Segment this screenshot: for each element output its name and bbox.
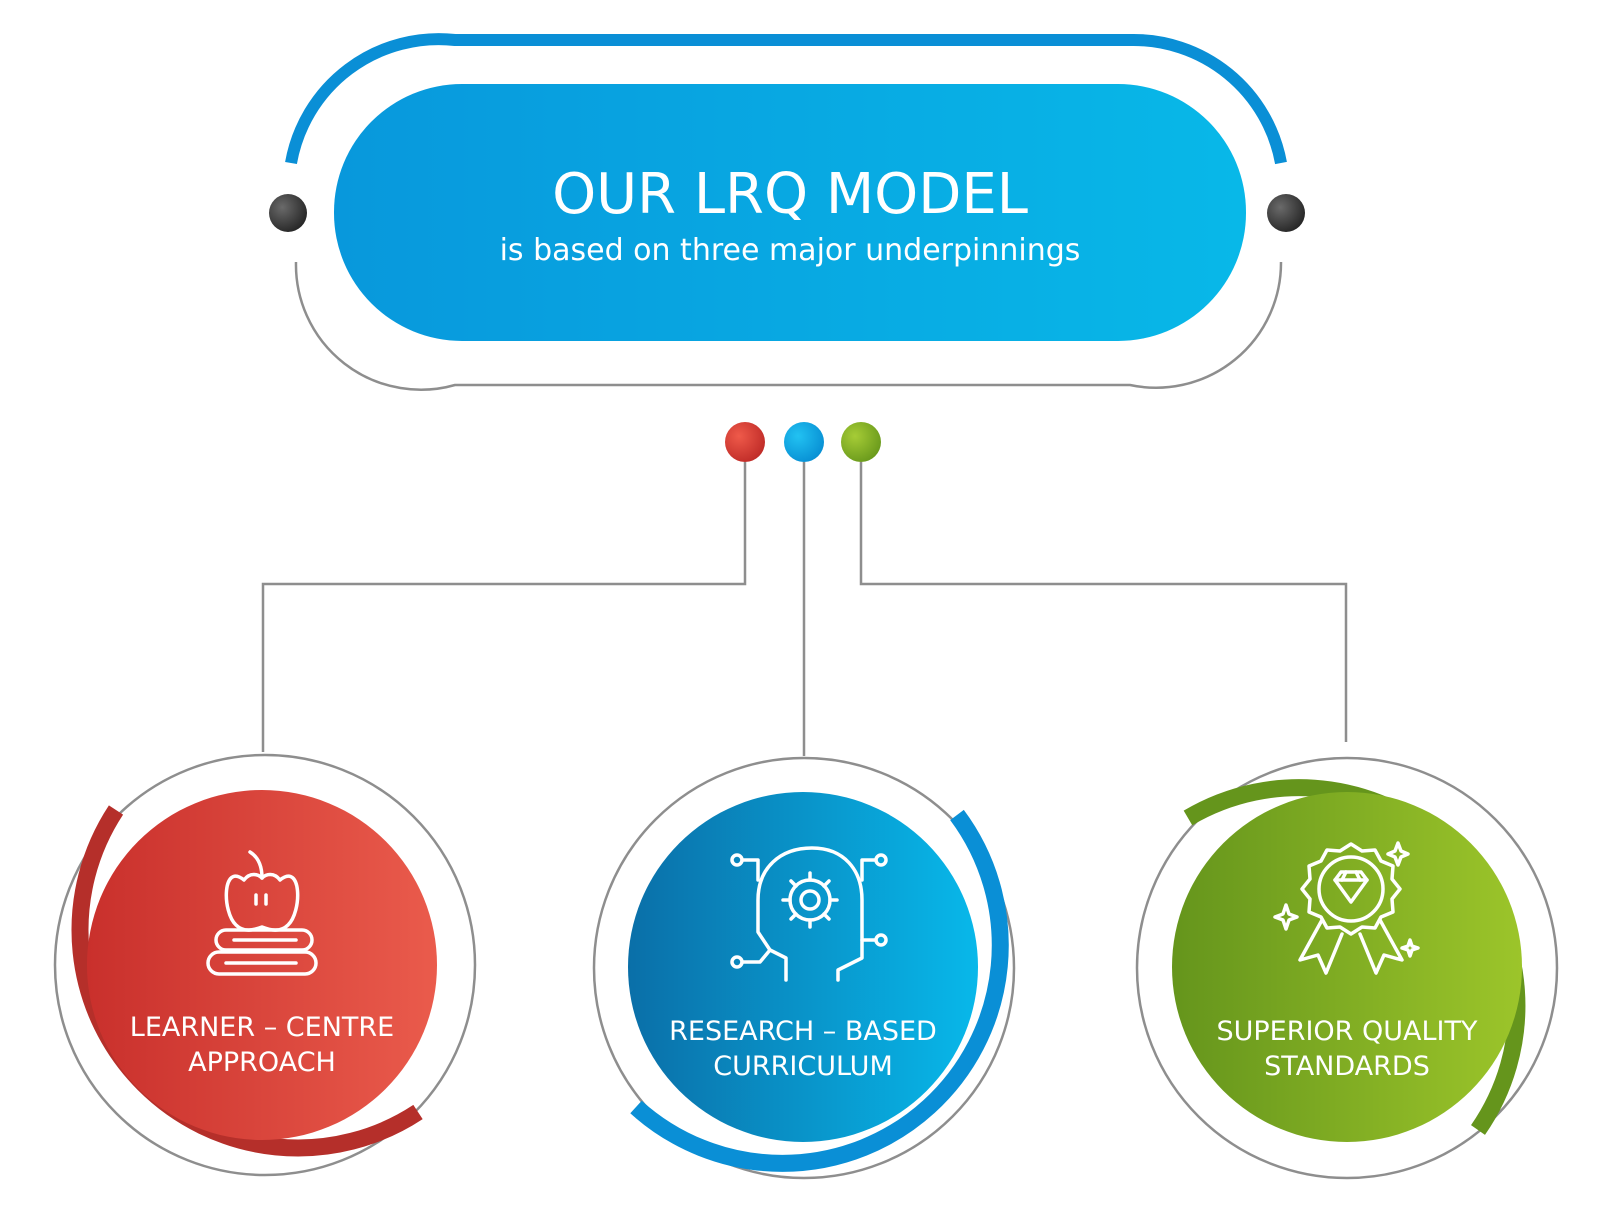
pillar-outer-ring — [1135, 756, 1559, 1180]
pillar-superior-quality: SUPERIOR QUALITY STANDARDS — [1135, 756, 1559, 1180]
capsule-top-arc — [285, 33, 1287, 165]
connector-line-right — [859, 462, 1348, 742]
pillar-label-line2: APPROACH — [188, 1047, 336, 1078]
pillar-accent-arc — [630, 809, 1009, 1172]
page-title: OUR LRQ MODEL — [552, 162, 1028, 227]
pillar-learner-centre: LEARNER – CENTRE APPROACH — [53, 753, 477, 1177]
pillar-outer-ring — [592, 756, 1016, 1180]
pillar-research-based: RESEARCH – BASED CURRICULUM — [592, 756, 1016, 1180]
pillar-outer-ring — [53, 753, 477, 1177]
pillar-disc — [628, 792, 978, 1142]
pillar-label-line2: CURRICULUM — [713, 1051, 892, 1082]
left-knob — [269, 194, 307, 232]
connector-line-left — [261, 462, 747, 752]
green-dot — [841, 422, 881, 462]
connector-dots — [725, 422, 881, 462]
connector-lines — [261, 462, 1348, 756]
blue-dot — [784, 422, 824, 462]
apple-books-icon — [206, 850, 318, 976]
capsule-bottom-arc — [294, 261, 1283, 391]
right-knob — [1267, 194, 1305, 232]
pillar-label-line1: SUPERIOR QUALITY — [1216, 1016, 1478, 1047]
title-pill — [334, 84, 1246, 341]
head-gear-circuit-icon — [730, 846, 888, 982]
pillar-disc — [1172, 792, 1522, 1142]
pillar-disc — [87, 790, 437, 1140]
pillar-label-line1: RESEARCH – BASED — [669, 1016, 937, 1047]
pillar-label-line2: STANDARDS — [1264, 1051, 1430, 1082]
pillar-label-line1: LEARNER – CENTRE — [130, 1012, 394, 1043]
diamond-badge-icon — [1273, 841, 1420, 975]
red-dot — [725, 422, 765, 462]
page-subtitle: is based on three major underpinnings — [500, 233, 1081, 268]
title-capsule: OUR LRQ MODEL is based on three major un… — [269, 33, 1305, 391]
